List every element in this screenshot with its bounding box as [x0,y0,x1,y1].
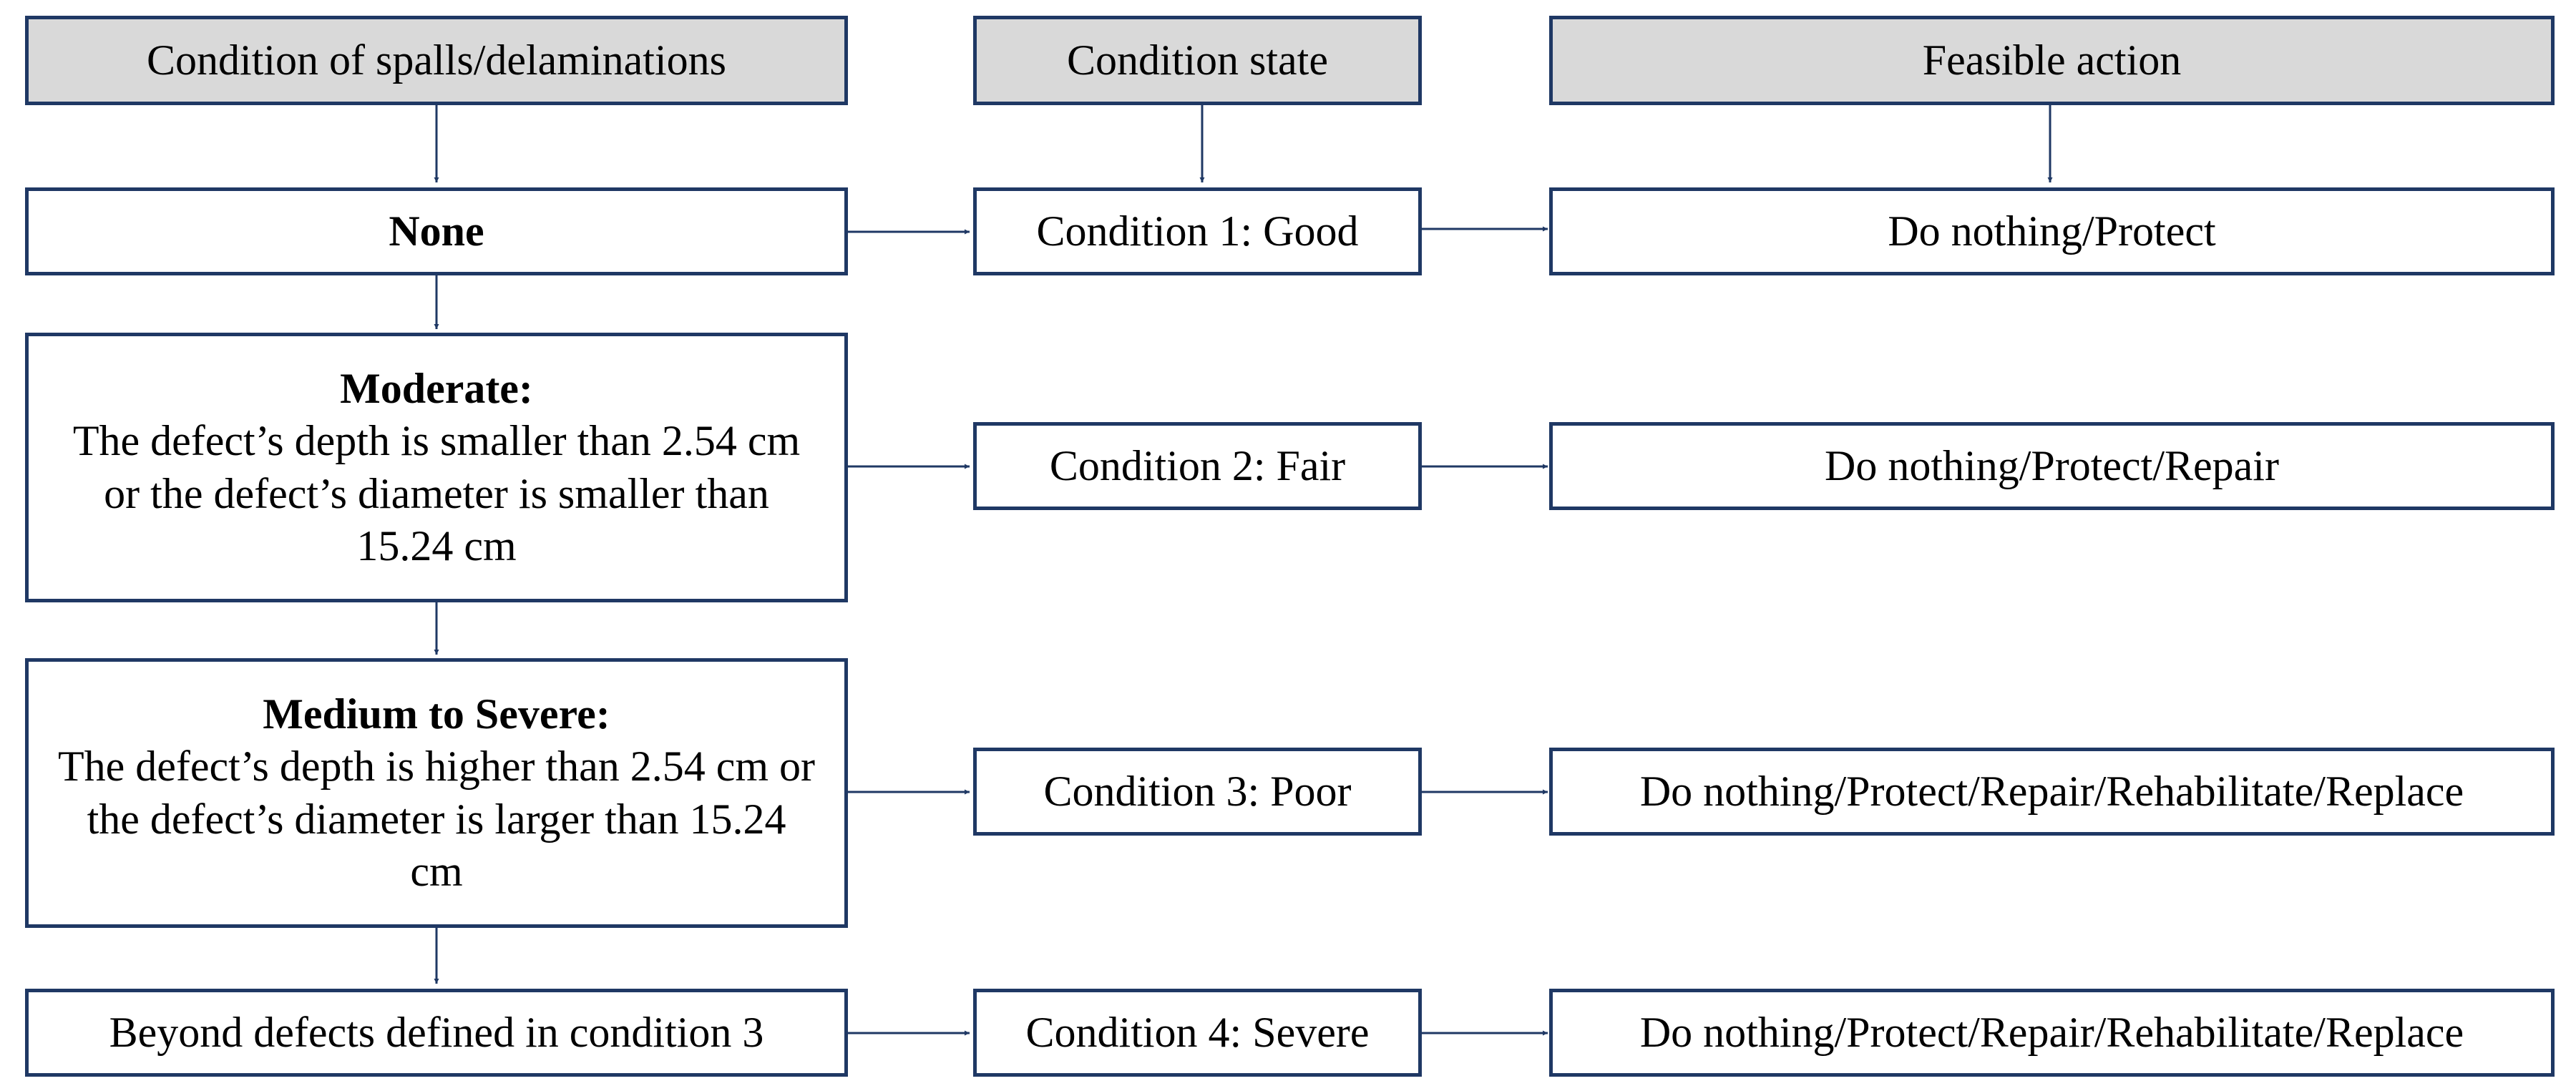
condition-medium-severe-title: Medium to Severe: [263,690,610,738]
condition-medium-severe: Medium to Severe: The defect’s depth is … [25,658,848,928]
state-3-label: Condition 3: Poor [1043,767,1352,815]
state-3: Condition 3: Poor [973,748,1422,836]
state-4-label: Condition 4: Severe [1025,1008,1370,1056]
state-1: Condition 1: Good [973,187,1422,275]
condition-beyond-description: Beyond defects defined in condition 3 [109,1008,764,1056]
condition-moderate-title: Moderate: [340,365,533,413]
action-1: Do nothing/Protect [1549,187,2555,275]
header-action-label: Feasible action [1922,36,2182,84]
action-3: Do nothing/Protect/Repair/Rehabilitate/R… [1549,748,2555,836]
condition-moderate: Moderate: The defect’s depth is smaller … [25,333,848,602]
state-2-label: Condition 2: Fair [1049,441,1346,489]
action-2: Do nothing/Protect/Repair [1549,422,2555,510]
header-action: Feasible action [1549,16,2555,105]
header-condition-label: Condition of spalls/delaminations [147,36,726,84]
state-4: Condition 4: Severe [973,989,1422,1077]
condition-beyond: Beyond defects defined in condition 3 [25,989,848,1077]
condition-none-title: None [389,207,484,255]
action-2-label: Do nothing/Protect/Repair [1825,441,2279,489]
condition-medium-severe-description: The defect’s depth is higher than 2.54 c… [57,743,816,895]
action-4-label: Do nothing/Protect/Repair/Rehabilitate/R… [1639,1008,2464,1056]
action-1-label: Do nothing/Protect [1888,207,2216,255]
action-4: Do nothing/Protect/Repair/Rehabilitate/R… [1549,989,2555,1077]
state-1-label: Condition 1: Good [1036,207,1359,255]
action-3-label: Do nothing/Protect/Repair/Rehabilitate/R… [1639,767,2464,815]
state-2: Condition 2: Fair [973,422,1422,510]
header-condition: Condition of spalls/delaminations [25,16,848,105]
header-state: Condition state [973,16,1422,105]
condition-none: None [25,187,848,275]
condition-moderate-description: The defect’s depth is smaller than 2.54 … [72,417,801,569]
header-state-label: Condition state [1067,36,1328,84]
